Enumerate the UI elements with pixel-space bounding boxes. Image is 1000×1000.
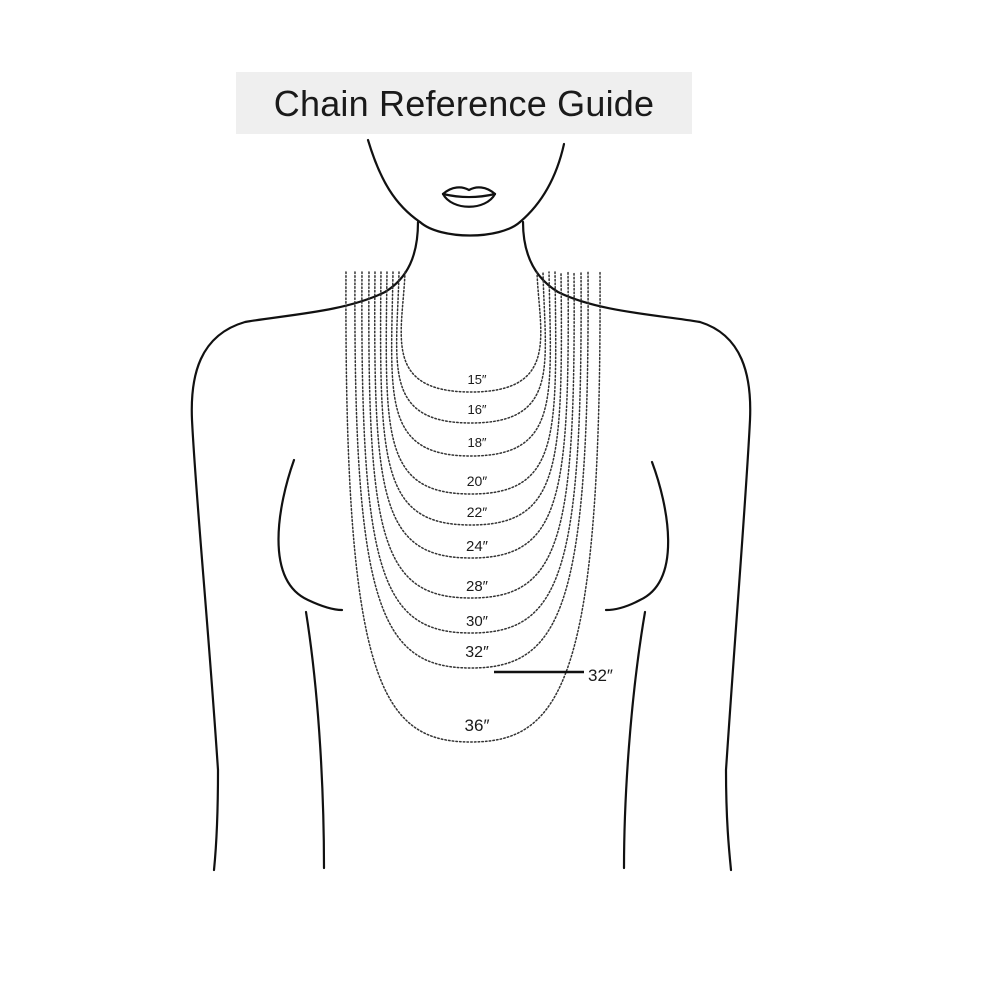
chain-label-9: 32″ [465,644,489,661]
chain-2 [395,271,547,424]
title-background [236,72,692,134]
chain-label-8: 30″ [466,613,489,630]
diagram-title: Chain Reference Guide [273,83,655,124]
lip-line [441,192,497,199]
chin-outline [418,220,522,237]
right-neck-shoulder [521,220,752,872]
chain-1 [400,271,542,393]
chain-label-10: 36″ [465,716,490,735]
right-breast [604,460,670,612]
chain-6 [374,271,569,559]
chain-7 [368,271,575,599]
lower-lip [441,192,497,208]
chain-label-2: 16″ [467,402,486,417]
chain-label-3: 18″ [467,435,486,450]
left-neck-shoulder [190,220,420,872]
face-right-outline [518,142,566,224]
right-inner-arm [622,610,647,870]
chain-label-7: 28″ [466,578,489,595]
chain-10 [345,271,601,743]
callout-group: 32″ [494,666,613,685]
chain-8 [361,271,582,634]
left-breast [277,458,344,612]
chain-3 [390,271,552,457]
chain-9 [354,271,589,669]
callout-label: 32″ [588,666,613,685]
chains-group: 15″ 16″ 18″ 20″ 22″ 24″ 28″ 30″ 32″ 36″ [345,271,601,743]
chain-5 [379,271,563,526]
chain-label-6: 24″ [466,538,489,555]
chain-4 [385,271,557,495]
face-left-outline [366,138,422,224]
chain-label-4: 20″ [467,473,488,489]
upper-lip [441,186,497,196]
chain-label-5: 22″ [467,504,488,520]
left-inner-arm [304,610,326,870]
chain-label-1: 15″ [467,372,486,387]
